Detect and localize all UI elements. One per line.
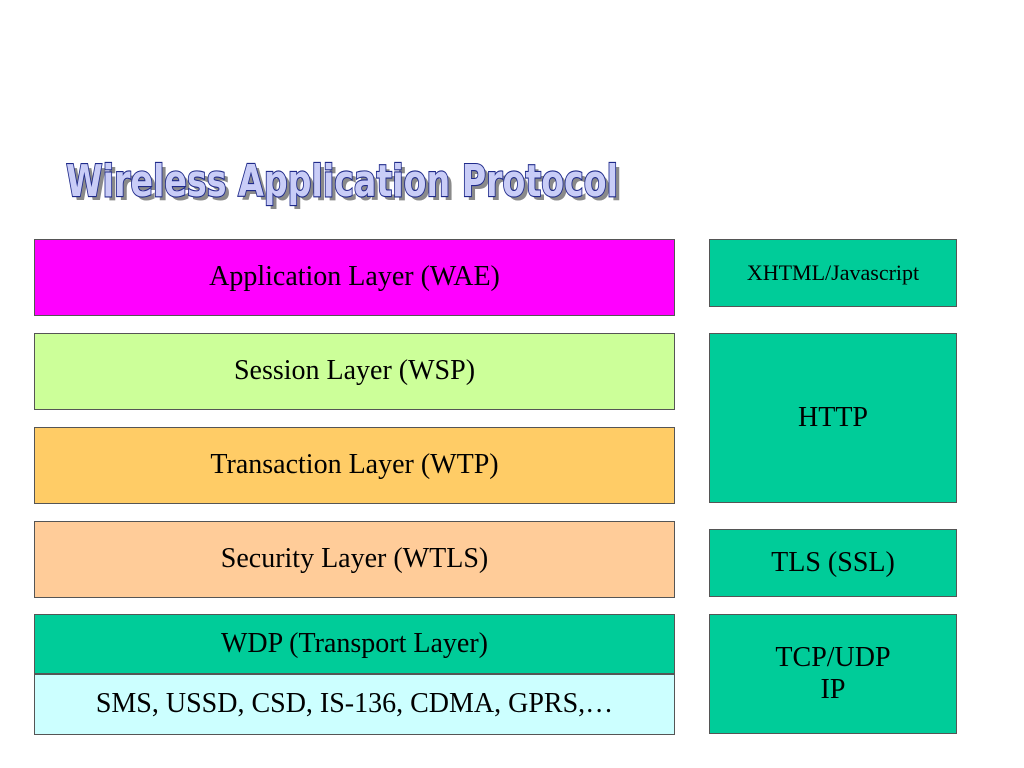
http-label: HTTP — [798, 401, 868, 433]
application-layer-label: Application Layer (WAE) — [209, 261, 500, 293]
security-layer-label: Security Layer (WTLS) — [220, 543, 489, 575]
tcp-udp-label: TCP/UDP — [775, 641, 891, 673]
ip-label: IP — [820, 674, 846, 705]
xhtml-javascript-box: XHTML/Javascript — [709, 239, 957, 307]
bearers-label: SMS, USSD, CSD, IS-136, CDMA, GPRS,… — [95, 688, 614, 720]
diagram-title-shadow: Wireless Application Protocol — [70, 160, 622, 211]
security-layer-box: Security Layer (WTLS) — [34, 521, 675, 598]
application-layer-box: Application Layer (WAE) — [34, 239, 675, 316]
diagram-title-text: Wireless Application Protocol — [66, 156, 618, 207]
transport-layer-label: WDP (Transport Layer) — [221, 627, 488, 659]
session-layer-box: Session Layer (WSP) — [34, 333, 675, 410]
diagram-title: Wireless Application Protocol Wireless A… — [66, 150, 626, 214]
diagram-title-art: Wireless Application Protocol Wireless A… — [66, 155, 622, 211]
http-box: HTTP — [709, 333, 957, 503]
transaction-layer-label: Transaction Layer (WTP) — [210, 449, 499, 481]
transport-layer-box: WDP (Transport Layer) — [34, 614, 675, 674]
xhtml-javascript-label: XHTML/Javascript — [746, 260, 920, 286]
bearers-box: SMS, USSD, CSD, IS-136, CDMA, GPRS,… — [34, 674, 675, 735]
tcp-udp-ip-box: TCP/UDP IP — [709, 614, 957, 734]
session-layer-label: Session Layer (WSP) — [233, 355, 476, 387]
tcp-udp-ip-labels: TCP/UDP IP — [775, 642, 890, 706]
transaction-layer-box: Transaction Layer (WTP) — [34, 427, 675, 504]
tls-ssl-box: TLS (SSL) — [709, 529, 957, 597]
tls-ssl-label: TLS (SSL) — [771, 546, 895, 578]
